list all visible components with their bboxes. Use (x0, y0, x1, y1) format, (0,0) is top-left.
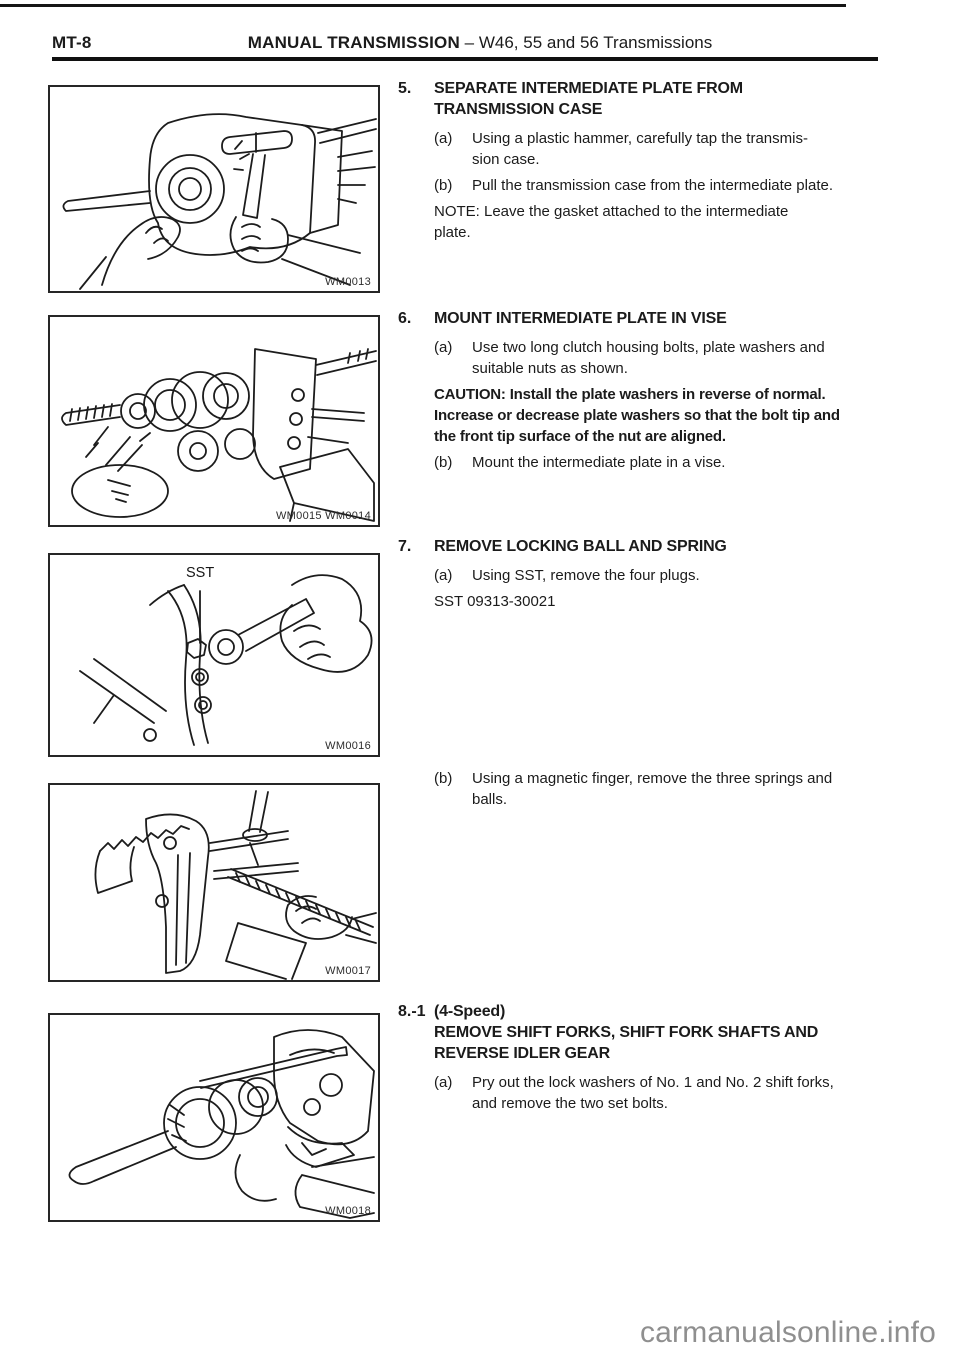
section-number: 8.-1 (398, 1003, 426, 1020)
section-remove-locking-ball-step-b: (b) Using a magnetic finger, remove the … (398, 768, 898, 815)
magnetic-finger-removing-springs-illustration (94, 790, 377, 980)
section-title: MOUNT INTERMEDIATE PLATE IN VISE (434, 310, 727, 327)
step-text: Pull the transmission case from the inte… (472, 177, 834, 194)
step-a: (a) Using a plastic hammer, carefully ta… (434, 128, 898, 170)
figure-frame-wm0015-wm0014: WM0015 WM0014 (48, 315, 380, 527)
step-b: (b) Mount the intermediate plate in a vi… (434, 452, 898, 473)
section-separate-intermediate-plate: 5. SEPARATE INTERMEDIATE PLATE FROM TRAN… (398, 78, 898, 248)
figure-code: WM0015 WM0014 (276, 510, 371, 522)
section-heading: 8.-1 (4-Speed) REMOVE SHIFT FORKS, SHIFT… (398, 1001, 898, 1064)
hammer-tapping-transmission-case-illustration (62, 113, 377, 290)
section-body: (a) Using SST, remove the four plugs. SS… (434, 565, 898, 612)
figure-code: WM0017 (325, 965, 371, 977)
step-b: (b) Pull the transmission case from the … (434, 175, 898, 196)
figure-frame-wm0013: WM0013 (48, 85, 380, 293)
step-text: Using a magnetic finger, remove the thre… (472, 770, 833, 808)
step-label: (a) (434, 1074, 453, 1091)
step-text: Pry out the lock washers of No. 1 and No… (472, 1074, 834, 1112)
section-body: (b) Using a magnetic finger, remove the … (434, 768, 898, 810)
step-label: (b) (434, 770, 453, 787)
step-b: (b) Using a magnetic finger, remove the … (434, 768, 898, 810)
sst-removing-plug-illustration (79, 574, 373, 746)
figure-frame-wm0016: SST WM0016 (48, 553, 380, 757)
section-heading: 6. MOUNT INTERMEDIATE PLATE IN VISE (398, 308, 898, 329)
step-text: Mount the intermediate plate in a vise. (472, 454, 726, 471)
watermark: carmanualsonline.info (639, 1316, 936, 1349)
figure-code: WM0018 (325, 1205, 371, 1217)
section-number: 7. (398, 538, 412, 555)
figure-frame-wm0018: WM0018 (48, 1013, 380, 1222)
section-mount-intermediate-plate: 6. MOUNT INTERMEDIATE PLATE IN VISE (a) … (398, 308, 898, 478)
step-label: (a) (434, 567, 453, 584)
section-body: (a) Using a plastic hammer, carefully ta… (434, 128, 898, 243)
figure-code: WM0016 (325, 740, 371, 752)
step-label: (a) (434, 339, 453, 356)
top-rule (0, 4, 846, 7)
step-text: Using SST, remove the four plugs. (472, 567, 700, 584)
sst-number-text: SST 09313-30021 (434, 593, 556, 610)
page-code: MT-8 (52, 33, 92, 52)
section-remove-locking-ball-and-spring: 7. REMOVE LOCKING BALL AND SPRING (a) Us… (398, 536, 898, 617)
page-title: MANUAL TRANSMISSION – W46, 55 and 56 Tra… (0, 33, 960, 53)
step-label: (b) (434, 177, 453, 194)
figure-frame-wm0017: WM0017 (48, 783, 380, 982)
section-heading: 7. REMOVE LOCKING BALL AND SPRING (398, 536, 898, 557)
section-title: (4-Speed) REMOVE SHIFT FORKS, SHIFT FORK… (434, 1003, 819, 1062)
step-text: Use two long clutch housing bolts, plate… (472, 339, 825, 377)
section-heading: 5. SEPARATE INTERMEDIATE PLATE FROM TRAN… (398, 78, 898, 120)
step-label: (b) (434, 454, 453, 471)
gear-train-mounted-in-vise-illustration (61, 348, 377, 522)
shift-fork-shaft-assembly-illustration (68, 1029, 375, 1219)
figure-code: WM0013 (325, 276, 371, 288)
step-a: (a) Use two long clutch housing bolts, p… (434, 337, 898, 379)
header-rule (52, 57, 878, 61)
page-title-subtitle: – W46, 55 and 56 Transmissions (459, 33, 713, 52)
section-title: REMOVE LOCKING BALL AND SPRING (434, 538, 727, 555)
section-number: 5. (398, 80, 412, 97)
step-a: (a) Pry out the lock washers of No. 1 an… (434, 1072, 898, 1114)
section-title: SEPARATE INTERMEDIATE PLATE FROM TRANSMI… (434, 80, 743, 118)
caution-text: CAUTION: Install the plate washers in re… (434, 386, 840, 445)
sst-callout-label: SST (186, 565, 215, 581)
section-number: 6. (398, 310, 412, 327)
step-text: Using a plastic hammer, carefully tap th… (472, 130, 808, 168)
section-body: (a) Pry out the lock washers of No. 1 an… (434, 1072, 898, 1114)
note-text: NOTE: Leave the gasket attached to the i… (434, 203, 789, 241)
step-a: (a) Using SST, remove the four plugs. (434, 565, 898, 586)
page-title-main: MANUAL TRANSMISSION (247, 33, 460, 52)
step-label: (a) (434, 130, 453, 147)
section-body: (a) Use two long clutch housing bolts, p… (434, 337, 898, 473)
section-remove-shift-forks: 8.-1 (4-Speed) REMOVE SHIFT FORKS, SHIFT… (398, 1001, 898, 1119)
